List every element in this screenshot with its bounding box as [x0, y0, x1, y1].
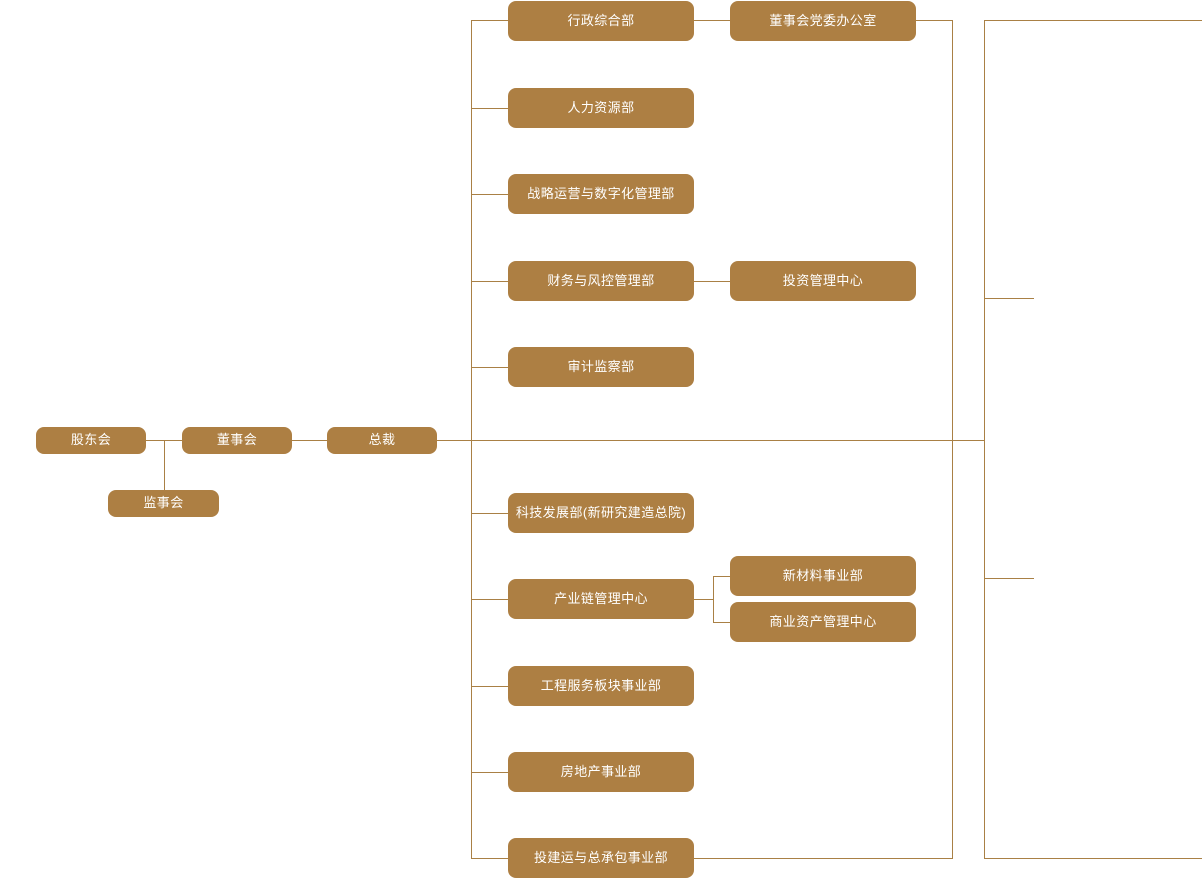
- node-finance-risk-control-department[interactable]: 财务与风控管理部: [508, 261, 694, 301]
- connector-main-spine-upper: [471, 20, 472, 441]
- node-label: 科技发展部(新研究建造总院): [515, 504, 687, 520]
- node-technology-development-department[interactable]: 科技发展部(新研究建造总院): [508, 493, 694, 533]
- connector-stub-investment-epc: [471, 858, 509, 859]
- connector-main-spine-lower: [471, 440, 472, 859]
- node-president[interactable]: 总裁: [327, 427, 437, 454]
- node-label: 工程服务板块事业部: [540, 677, 662, 693]
- node-label: 产业链管理中心: [554, 590, 648, 606]
- node-real-estate-division[interactable]: 房地产事业部: [508, 752, 694, 792]
- node-commercial-asset-management-center[interactable]: 商业资产管理中心: [730, 602, 916, 642]
- node-label: 人力资源部: [567, 99, 635, 115]
- node-strategy-operations-digital-department[interactable]: 战略运营与数字化管理部: [508, 174, 694, 214]
- connector-industrychain-out: [694, 599, 714, 600]
- node-label: 新材料事业部: [782, 567, 864, 583]
- node-label: 总裁: [368, 432, 396, 448]
- node-investment-management-center[interactable]: 投资管理中心: [730, 261, 916, 301]
- connector-stub-engineering: [471, 686, 509, 687]
- node-label: 股东会: [70, 432, 112, 448]
- node-audit-supervision-department[interactable]: 审计监察部: [508, 347, 694, 387]
- connector-industrychain-split-vertical: [713, 576, 714, 623]
- node-administration-department[interactable]: 行政综合部: [508, 1, 694, 41]
- node-engineering-services-division[interactable]: 工程服务板块事业部: [508, 666, 694, 706]
- node-label: 商业资产管理中心: [769, 613, 877, 629]
- connector-stub-realestate: [471, 772, 509, 773]
- connector-stub-finance: [471, 281, 509, 282]
- connector-rail-outer: [984, 20, 985, 859]
- node-industry-chain-management-center[interactable]: 产业链管理中心: [508, 579, 694, 619]
- connector-stub-strategy: [471, 194, 509, 195]
- node-board-of-supervisors[interactable]: 监事会: [108, 490, 219, 517]
- connector-rail-inner-bottom: [694, 858, 953, 859]
- node-label: 董事会党委办公室: [769, 12, 877, 28]
- connector-board-to-supervisors-vertical: [164, 440, 165, 504]
- node-label: 行政综合部: [567, 12, 635, 28]
- connector-rail-outer-mid-lower: [984, 578, 1034, 579]
- node-label: 房地产事业部: [560, 763, 642, 779]
- connector-to-newmaterial: [713, 576, 731, 577]
- connector-to-commercial-asset: [713, 622, 731, 623]
- node-label: 财务与风控管理部: [547, 272, 655, 288]
- node-investment-construction-epc-division[interactable]: 投建运与总承包事业部: [508, 838, 694, 878]
- node-board-of-directors[interactable]: 董事会: [182, 427, 292, 454]
- connector-rail-outer-top: [984, 20, 1202, 21]
- connector-rail-inner: [952, 20, 953, 859]
- node-human-resources-department[interactable]: 人力资源部: [508, 88, 694, 128]
- connector-stub-industrychain: [471, 599, 509, 600]
- node-board-party-committee-office[interactable]: 董事会党委办公室: [730, 1, 916, 41]
- connector-admin-to-party-office: [694, 20, 731, 21]
- connector-finance-to-invest-center: [694, 281, 731, 282]
- node-label: 投建运与总承包事业部: [533, 849, 668, 865]
- connector-president-trunk: [437, 440, 984, 441]
- node-label: 投资管理中心: [782, 272, 864, 288]
- node-new-materials-division[interactable]: 新材料事业部: [730, 556, 916, 596]
- node-label: 董事会: [216, 432, 258, 448]
- connector-rail-outer-bottom: [984, 858, 1202, 859]
- node-label: 监事会: [143, 495, 184, 511]
- node-label: 战略运营与数字化管理部: [527, 185, 675, 201]
- connector-stub-tech: [471, 513, 509, 514]
- connector-board-to-president: [292, 440, 327, 441]
- connector-stub-audit: [471, 367, 509, 368]
- connector-party-office-right-stub: [916, 20, 952, 21]
- connector-stub-admin: [471, 20, 509, 21]
- connector-rail-outer-mid-upper: [984, 298, 1034, 299]
- node-label: 审计监察部: [567, 358, 635, 374]
- connector-stub-hr: [471, 108, 509, 109]
- node-shareholders-meeting[interactable]: 股东会: [36, 427, 146, 454]
